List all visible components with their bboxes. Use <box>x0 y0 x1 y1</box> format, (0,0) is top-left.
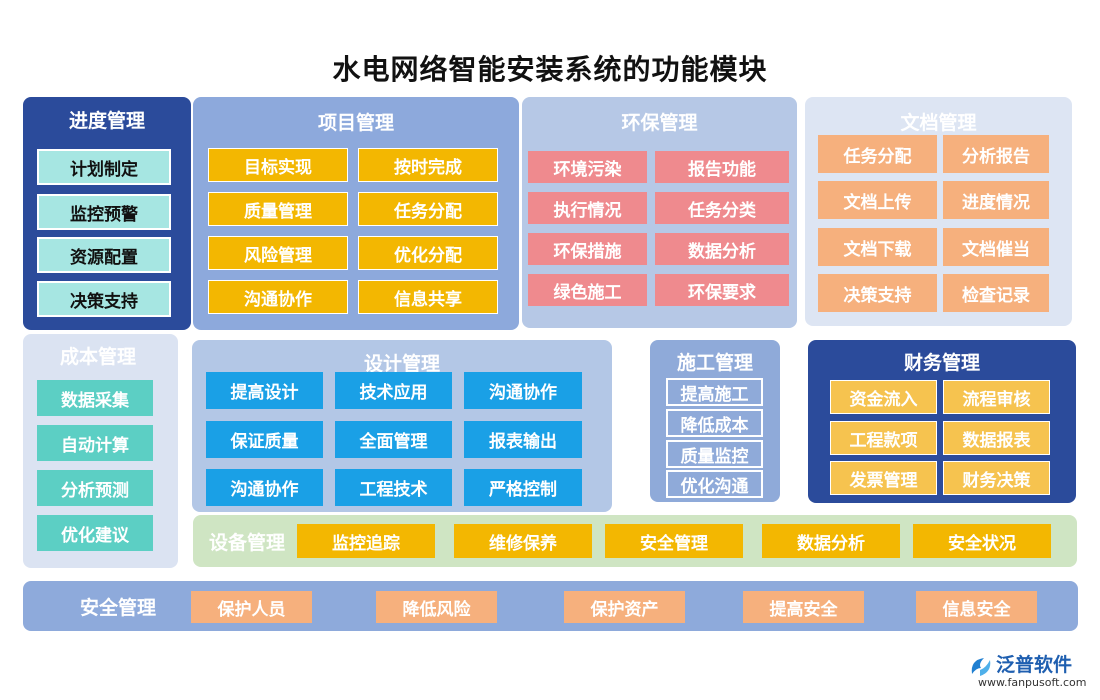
equip-item[interactable]: 安全状况 <box>913 524 1051 558</box>
project-item[interactable]: 按时完成 <box>358 148 498 182</box>
progress-title: 进度管理 <box>68 110 145 132</box>
logo-url: www.fanpusoft.com <box>978 676 1087 689</box>
finance-item[interactable]: 资金流入 <box>830 380 937 414</box>
safety-item[interactable]: 保护人员 <box>191 591 312 623</box>
doc-item[interactable]: 任务分配 <box>818 135 937 173</box>
doc-item[interactable]: 决策支持 <box>818 274 937 312</box>
project-item[interactable]: 优化分配 <box>358 236 498 270</box>
finance-item[interactable]: 流程审核 <box>943 380 1050 414</box>
build-panel: 施工管理 提高施工 降低成本 质量监控 优化沟通 <box>650 340 780 502</box>
design-item[interactable]: 沟通协作 <box>206 469 323 506</box>
env-item[interactable]: 绿色施工 <box>528 274 647 306</box>
project-title: 项目管理 <box>317 112 394 134</box>
env-panel: 环保管理 环境污染 报告功能 执行情况 任务分类 环保措施 数据分析 绿色施工 … <box>522 97 797 328</box>
design-title: 设计管理 <box>363 353 440 375</box>
project-item[interactable]: 风险管理 <box>208 236 348 270</box>
project-item[interactable]: 沟通协作 <box>208 280 348 314</box>
design-item[interactable]: 技术应用 <box>335 372 452 409</box>
finance-panel: 财务管理 资金流入 流程审核 工程款项 数据报表 发票管理 财务决策 <box>808 340 1076 503</box>
doc-item[interactable]: 文档下载 <box>818 228 937 266</box>
safety-item[interactable]: 保护资产 <box>564 591 685 623</box>
doc-item[interactable]: 分析报告 <box>943 135 1049 173</box>
equip-title: 设备管理 <box>208 531 285 554</box>
doc-item[interactable]: 文档上传 <box>818 181 937 219</box>
env-item[interactable]: 环境污染 <box>528 151 647 183</box>
design-panel: 设计管理 提高设计 技术应用 沟通协作 保证质量 全面管理 报表输出 沟通协作 … <box>192 340 612 512</box>
env-item[interactable]: 数据分析 <box>655 233 789 265</box>
build-item[interactable]: 质量监控 <box>666 440 763 468</box>
design-item[interactable]: 提高设计 <box>206 372 323 409</box>
progress-item[interactable]: 计划制定 <box>37 149 171 185</box>
doc-item[interactable]: 检查记录 <box>943 274 1049 312</box>
equip-item[interactable]: 维修保养 <box>454 524 592 558</box>
safety-title: 安全管理 <box>79 596 156 619</box>
finance-title: 财务管理 <box>903 352 980 374</box>
design-item[interactable]: 保证质量 <box>206 421 323 458</box>
brand-logo: 泛普软件 www.fanpusoft.com <box>968 650 1086 692</box>
equip-item[interactable]: 监控追踪 <box>297 524 435 558</box>
design-item[interactable]: 严格控制 <box>464 469 582 506</box>
env-item[interactable]: 环保措施 <box>528 233 647 265</box>
finance-item[interactable]: 财务决策 <box>943 461 1050 495</box>
cost-item[interactable]: 自动计算 <box>37 425 153 461</box>
design-item[interactable]: 沟通协作 <box>464 372 582 409</box>
build-item[interactable]: 优化沟通 <box>666 470 763 498</box>
project-item[interactable]: 目标实现 <box>208 148 348 182</box>
design-item[interactable]: 报表输出 <box>464 421 582 458</box>
cost-panel: 成本管理 数据采集 自动计算 分析预测 优化建议 <box>23 334 178 568</box>
progress-item[interactable]: 监控预警 <box>37 194 171 230</box>
doc-item[interactable]: 进度情况 <box>943 181 1049 219</box>
equip-item[interactable]: 安全管理 <box>605 524 743 558</box>
env-item[interactable]: 任务分类 <box>655 192 789 224</box>
safety-item[interactable]: 提高安全 <box>743 591 864 623</box>
progress-item[interactable]: 资源配置 <box>37 237 171 273</box>
safety-item[interactable]: 降低风险 <box>376 591 497 623</box>
progress-panel: 进度管理 计划制定 监控预警 资源配置 决策支持 <box>23 97 191 330</box>
finance-item[interactable]: 发票管理 <box>830 461 937 495</box>
logo-name: 泛普软件 <box>996 654 1073 676</box>
env-item[interactable]: 执行情况 <box>528 192 647 224</box>
project-item[interactable]: 质量管理 <box>208 192 348 226</box>
finance-item[interactable]: 工程款项 <box>830 421 937 455</box>
design-item[interactable]: 工程技术 <box>335 469 452 506</box>
equip-panel: 设备管理 监控追踪 维修保养 安全管理 数据分析 安全状况 <box>193 515 1077 567</box>
safety-item[interactable]: 信息安全 <box>916 591 1037 623</box>
env-title: 环保管理 <box>621 112 698 134</box>
cost-item[interactable]: 分析预测 <box>37 470 153 506</box>
cost-title: 成本管理 <box>59 346 136 368</box>
project-item[interactable]: 任务分配 <box>358 192 498 226</box>
build-item[interactable]: 降低成本 <box>666 409 763 437</box>
build-title: 施工管理 <box>676 352 753 374</box>
finance-item[interactable]: 数据报表 <box>943 421 1050 455</box>
safety-panel: 安全管理 保护人员 降低风险 保护资产 提高安全 信息安全 <box>23 581 1078 631</box>
env-item[interactable]: 环保要求 <box>655 274 789 306</box>
page-title: 水电网络智能安装系统的功能模块 <box>332 53 768 86</box>
build-item[interactable]: 提高施工 <box>666 378 763 406</box>
cost-item[interactable]: 数据采集 <box>37 380 153 416</box>
design-item[interactable]: 全面管理 <box>335 421 452 458</box>
cost-item[interactable]: 优化建议 <box>37 515 153 551</box>
project-panel: 项目管理 目标实现 按时完成 质量管理 任务分配 风险管理 优化分配 沟通协作 … <box>193 97 519 330</box>
progress-item[interactable]: 决策支持 <box>37 281 171 317</box>
equip-item[interactable]: 数据分析 <box>762 524 900 558</box>
doc-panel: 文档管理 任务分配 分析报告 文档上传 进度情况 文档下载 文档催当 决策支持 … <box>805 97 1072 326</box>
project-item[interactable]: 信息共享 <box>358 280 498 314</box>
env-item[interactable]: 报告功能 <box>655 151 789 183</box>
doc-title: 文档管理 <box>900 112 977 134</box>
doc-item[interactable]: 文档催当 <box>943 228 1049 266</box>
fanpu-logo-icon <box>971 658 991 676</box>
